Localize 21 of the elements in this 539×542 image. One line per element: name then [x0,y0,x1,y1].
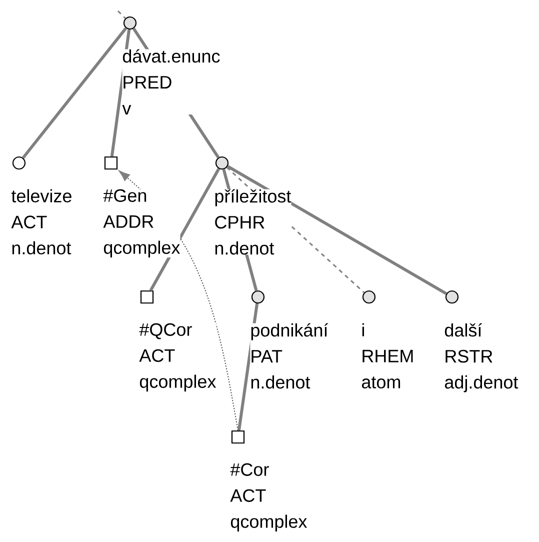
tree-node-circle [12,156,26,170]
node-label: #Gen ADDR qcomplex [103,189,180,258]
tree-node-square [231,430,245,444]
node-label: i RHEM atom [361,323,414,388]
tree-node-square [104,156,118,170]
tree-edge [226,165,448,295]
tree-node-circle [215,156,229,170]
tree-node-square [140,290,154,304]
tree-node-circle [251,290,265,304]
node-label: #Cor ACT qcomplex [230,463,308,532]
node-label: televize ACT n.denot [11,189,72,254]
node-label: #QCor ACT qcomplex [139,323,216,392]
node-label: podnikání PAT n.denot [250,323,328,389]
tree-edge [117,10,126,19]
tree-edge [22,27,128,159]
tree-node-circle [362,290,376,304]
tree-node-circle [445,290,459,304]
node-label: příležitost CPHR n.denot [214,189,292,255]
node-label: dávat.enunc PRED v [122,49,220,114]
tree-node-circle [123,16,137,30]
node-label: další RSTR adj.denot [444,323,518,392]
